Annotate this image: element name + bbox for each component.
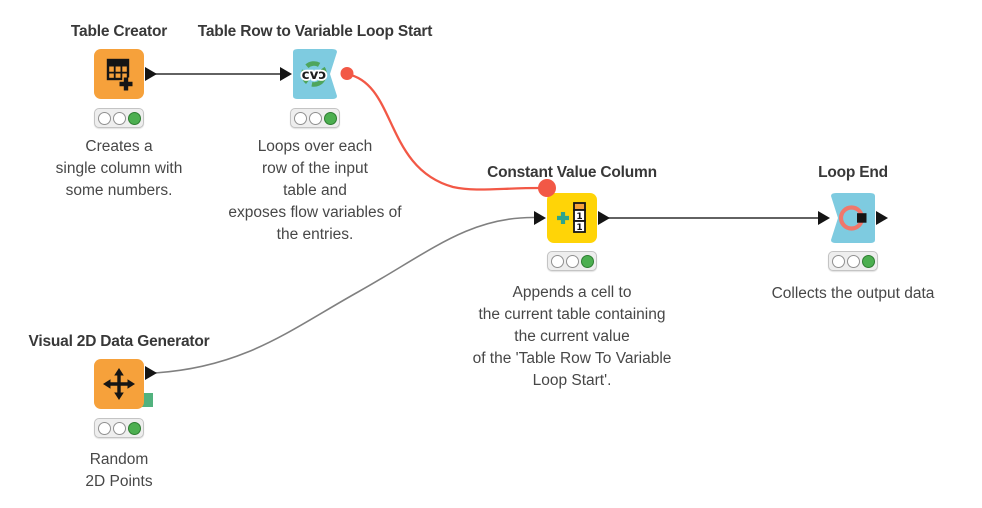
node-visual-2d-data-generator[interactable] bbox=[93, 358, 145, 410]
status-light-off bbox=[308, 111, 322, 125]
node-title-loop-start: Table Row to Variable Loop Start bbox=[197, 23, 433, 40]
node-title-loop-end: Loop End bbox=[818, 164, 888, 181]
input-port-loop-start[interactable] bbox=[280, 67, 292, 81]
node-title-table-creator: Table Creator bbox=[70, 23, 168, 40]
table-creator-icon bbox=[106, 58, 133, 91]
node-description-loop-start: Loops over each row of the input table a… bbox=[228, 138, 402, 243]
flow-variable-loop-icon: cvɔ bbox=[300, 61, 328, 87]
node-loop-end[interactable] bbox=[830, 192, 876, 244]
svg-text:1: 1 bbox=[576, 212, 582, 222]
node-description-visual-2d: Random 2D Points bbox=[85, 451, 153, 490]
node-loop-start[interactable]: cvɔ bbox=[292, 48, 338, 100]
node-description-table-creator: Creates a single column with some number… bbox=[55, 138, 183, 199]
status-light-off bbox=[97, 111, 111, 125]
node-table-creator[interactable] bbox=[93, 48, 145, 100]
status-light-off bbox=[112, 111, 126, 125]
status-traffic-light-table-creator bbox=[94, 108, 144, 128]
status-light-off bbox=[846, 254, 860, 268]
move-arrows-icon bbox=[103, 368, 135, 400]
status-light-green bbox=[127, 111, 141, 125]
output-port-loop-end[interactable] bbox=[876, 211, 888, 225]
status-light-green bbox=[323, 111, 337, 125]
status-light-green bbox=[127, 421, 141, 435]
node-constant-value-column[interactable]: 1 1 bbox=[546, 192, 598, 244]
status-light-green bbox=[861, 254, 875, 268]
output-port-visual-2d[interactable] bbox=[145, 366, 157, 380]
flow-variable-output-port-dot[interactable] bbox=[340, 67, 354, 80]
node-title-constant-value: Constant Value Column bbox=[487, 164, 657, 181]
node-description-loop-end: Collects the output data bbox=[771, 285, 935, 302]
status-light-off bbox=[831, 254, 845, 268]
node-title-visual-2d: Visual 2D Data Generator bbox=[28, 333, 210, 350]
status-light-off bbox=[293, 111, 307, 125]
node-description-constant-value: Appends a cell to the current table cont… bbox=[472, 284, 672, 389]
svg-text:cvɔ: cvɔ bbox=[302, 67, 327, 83]
status-traffic-light-visual-2d bbox=[94, 418, 144, 438]
svg-text:1: 1 bbox=[576, 223, 582, 233]
loop-end-icon bbox=[838, 205, 867, 231]
status-light-green bbox=[580, 254, 594, 268]
input-port-loop-end[interactable] bbox=[818, 211, 830, 225]
append-column-icon: 1 1 bbox=[557, 202, 586, 233]
status-light-off bbox=[112, 421, 126, 435]
status-traffic-light-constant-value bbox=[547, 251, 597, 271]
status-traffic-light-loop-end bbox=[828, 251, 878, 271]
status-traffic-light-loop-start bbox=[290, 108, 340, 128]
status-light-off bbox=[565, 254, 579, 268]
output-port-table-creator[interactable] bbox=[145, 67, 157, 81]
output-port-constant-value[interactable] bbox=[598, 211, 610, 225]
status-light-off bbox=[97, 421, 111, 435]
input-port-constant-value[interactable] bbox=[534, 211, 546, 225]
status-light-off bbox=[550, 254, 564, 268]
